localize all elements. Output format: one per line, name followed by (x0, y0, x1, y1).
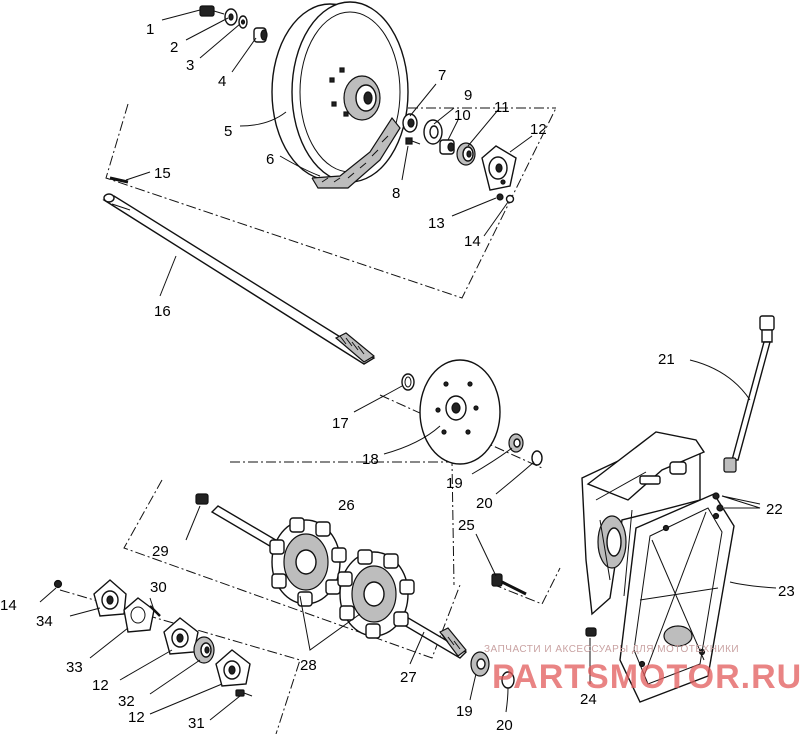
callout-7: 7 (438, 67, 446, 84)
bushing-part-4 (253, 27, 268, 43)
bearing-part-19-low (470, 651, 490, 677)
washer-part-14-top (505, 194, 515, 204)
callout-11: 11 (494, 99, 510, 116)
key-part-15 (109, 176, 129, 184)
callout-24: 24 (580, 691, 597, 708)
bearing-part-11 (456, 142, 476, 166)
bolt-part-1 (199, 5, 225, 17)
callout-15: 15 (154, 165, 171, 182)
chaincase-cover-part-23 (619, 493, 735, 703)
callout-2: 2 (170, 39, 178, 56)
callout-20-mid: 20 (476, 495, 493, 512)
callout-1: 1 (146, 21, 154, 38)
chaincase-housing (581, 431, 706, 616)
flange-part-12-low-a (163, 617, 199, 655)
sprocket-part-28-left (269, 517, 347, 607)
callout-labels: 1 2 3 4 5 6 7 8 9 10 11 12 13 14 15 16 1… (0, 21, 795, 734)
flange-part-34 (93, 579, 127, 617)
flange-part-12-top (481, 145, 517, 191)
watermark: ЗАПЧАСТИ И АКСЕССУАРЫ ДЛЯ МОТОТЕХНИКИ PA… (484, 644, 800, 696)
bolt-part-25 (491, 573, 527, 596)
callout-17: 17 (332, 415, 349, 432)
oring-part-20-mid (531, 450, 543, 466)
flange-part-12-low-b (215, 649, 251, 687)
bearing-part-32 (193, 636, 215, 664)
callout-22: 22 (766, 501, 783, 518)
callout-20-low: 20 (496, 717, 513, 734)
pin-part-30 (149, 605, 161, 617)
brake-disc-part-18 (419, 359, 501, 465)
washer-part-2 (224, 8, 238, 26)
callout-33: 33 (66, 659, 83, 676)
washer-part-9 (423, 119, 443, 145)
callout-14-top: 14 (464, 233, 481, 250)
callout-16: 16 (154, 303, 171, 320)
callout-14-low: 14 (0, 597, 17, 614)
washer-part-7 (402, 113, 418, 133)
callout-29: 29 (152, 543, 169, 560)
gasket-part-33 (123, 597, 155, 633)
sheave-part-5 (271, 1, 409, 183)
callout-28: 28 (300, 657, 317, 674)
oring-part-17 (401, 373, 415, 391)
callout-9: 9 (464, 87, 472, 104)
callout-19-low: 19 (456, 703, 473, 720)
callout-19-mid: 19 (446, 475, 463, 492)
sprocket-part-28-right (337, 549, 415, 639)
leader-lines (39, 9, 777, 721)
callout-8: 8 (392, 185, 400, 202)
callout-13: 13 (428, 215, 445, 232)
callout-12-low-a: 12 (92, 677, 109, 694)
screw-part-31 (235, 689, 253, 697)
callout-6: 6 (266, 151, 274, 168)
callout-25: 25 (458, 517, 475, 534)
callout-10: 10 (454, 107, 471, 124)
spacer-part-10 (439, 139, 455, 155)
callout-21: 21 (658, 351, 675, 368)
nut-part-14-low (53, 579, 63, 589)
callout-30: 30 (150, 579, 167, 596)
callout-18: 18 (362, 451, 379, 468)
bearing-part-19-mid (508, 433, 524, 453)
callout-23: 23 (778, 583, 795, 600)
callout-5: 5 (224, 123, 232, 140)
callout-12-low-b: 12 (128, 709, 145, 726)
watermark-brand: PARTSMOTOR.RU (492, 658, 800, 696)
washer-part-3 (238, 15, 248, 29)
callout-12-top: 12 (530, 121, 547, 138)
callout-3: 3 (186, 57, 194, 74)
callout-31: 31 (188, 715, 205, 732)
jackshaft-part-16 (102, 193, 376, 365)
callout-32: 32 (118, 693, 135, 710)
screw-part-22 (712, 492, 724, 512)
cam-part-6 (311, 116, 401, 189)
callout-26: 26 (338, 497, 355, 514)
watermark-caption: ЗАПЧАСТИ И АКСЕССУАРЫ ДЛЯ МОТОТЕХНИКИ (484, 644, 739, 655)
dipstick-part-21 (723, 315, 775, 473)
nut-part-24 (585, 627, 597, 637)
callout-34: 34 (36, 613, 53, 630)
bolt-part-29 (195, 493, 209, 505)
callout-4: 4 (218, 73, 226, 90)
screw-part-8 (405, 137, 421, 145)
nut-part-13 (496, 193, 504, 201)
callout-27: 27 (400, 669, 417, 686)
